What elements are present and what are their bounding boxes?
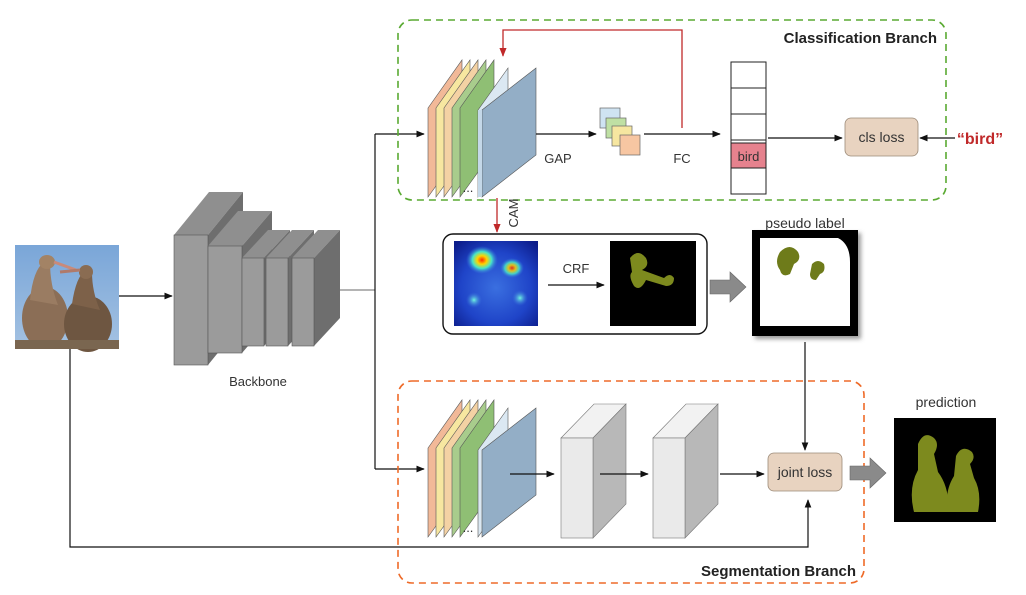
crf-label: CRF: [563, 261, 590, 276]
bird-quote-label: “bird”: [957, 131, 1003, 148]
seg-conv-block-1: [560, 403, 627, 539]
backbone-layer: [291, 230, 340, 347]
crf-mask: [610, 241, 696, 326]
fc-output-vector: [730, 61, 767, 195]
cls-loss-label: cls loss: [859, 129, 905, 145]
backbone-block: [173, 192, 340, 366]
segmentation-branch-title: Segmentation Branch: [701, 563, 856, 580]
arrow-to-pseudo-label: [709, 271, 747, 303]
seg-dots: ...: [463, 520, 474, 535]
input-image: [15, 245, 119, 352]
pseudo-label-title: pseudo label: [765, 215, 844, 231]
joint-loss-box: [767, 452, 843, 492]
segmentation-branch-box: [397, 380, 865, 584]
seg-conv-block-2: [652, 403, 719, 539]
prediction-title: prediction: [916, 394, 977, 410]
fc-label: FC: [673, 151, 690, 166]
cam-heatmap: [454, 241, 538, 326]
gap-label: GAP: [544, 151, 571, 166]
joint-loss-label: joint loss: [777, 464, 832, 480]
prediction-image: [894, 418, 996, 522]
seg-feature-stack: [427, 399, 537, 538]
arrow-image-to-joint-loss: [69, 349, 812, 548]
bird-cell-label: bird: [738, 149, 760, 164]
arrow-to-prediction: [849, 457, 887, 489]
feedback-arrow: [499, 29, 683, 128]
cam-label: CAM: [506, 199, 521, 228]
classification-branch-box: [397, 19, 947, 201]
classification-branch-title: Classification Branch: [784, 30, 937, 47]
pseudo-label-image: [752, 230, 858, 336]
cls-feature-stack: [427, 59, 537, 198]
backbone-label: Backbone: [229, 374, 287, 389]
gap-vectors: [599, 107, 641, 156]
cls-dots: ...: [463, 180, 474, 195]
cls-loss-box: [844, 117, 919, 157]
